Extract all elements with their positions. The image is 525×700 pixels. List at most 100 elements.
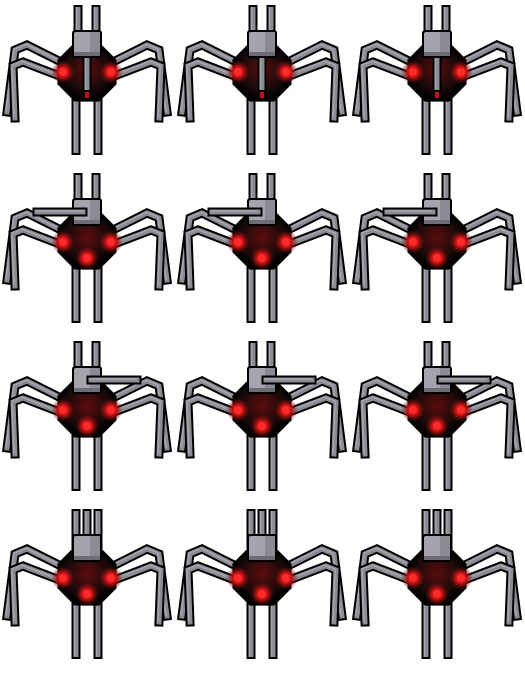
antenna-3 <box>445 511 451 547</box>
red-eye <box>409 68 417 76</box>
antenna-2 <box>259 511 265 547</box>
red-eye <box>409 238 417 246</box>
bottom-leg-left <box>423 601 429 657</box>
red-eye <box>83 254 91 262</box>
sprite-frame <box>0 336 175 511</box>
sprite-frame <box>175 504 350 679</box>
antenna-1 <box>75 175 81 211</box>
red-eye <box>258 590 266 598</box>
red-eye <box>234 406 242 414</box>
center-stem <box>259 58 265 90</box>
sprite-frame <box>0 0 175 175</box>
bottom-leg-right <box>270 433 276 489</box>
bottom-leg-right <box>445 97 451 153</box>
red-eye <box>282 68 290 76</box>
spider-body <box>235 213 289 267</box>
red-eye <box>282 574 290 582</box>
antenna-3 <box>95 511 101 547</box>
antenna-2 <box>443 175 449 211</box>
bottom-leg-left <box>423 265 429 321</box>
red-eye <box>59 574 67 582</box>
sprite-frame <box>350 0 525 175</box>
bottom-leg-left <box>423 97 429 153</box>
red-eye <box>433 422 441 430</box>
antenna-1 <box>425 343 431 379</box>
spider-body <box>410 381 464 435</box>
bottom-leg-left <box>73 265 79 321</box>
spider-robot <box>1 509 173 659</box>
spider-robot <box>351 341 523 491</box>
antenna-1 <box>75 7 81 43</box>
antenna-1 <box>425 7 431 43</box>
spider-robot-sprite <box>351 5 523 155</box>
red-eye <box>433 590 441 598</box>
red-eye <box>409 406 417 414</box>
mouth-light <box>260 92 264 98</box>
antenna-2 <box>434 511 440 547</box>
red-eye <box>433 254 441 262</box>
mouth-light <box>85 92 89 98</box>
bottom-leg-right <box>270 265 276 321</box>
red-eye <box>59 68 67 76</box>
antenna-1 <box>423 511 429 547</box>
bottom-leg-left <box>73 601 79 657</box>
sprite-frame <box>0 168 175 343</box>
spider-body <box>410 213 464 267</box>
antenna-2 <box>268 343 274 379</box>
spider-body <box>60 213 114 267</box>
sprite-frame <box>175 336 350 511</box>
antenna-1 <box>250 343 256 379</box>
sprite-frame <box>350 168 525 343</box>
red-eye <box>282 406 290 414</box>
spider-body <box>235 381 289 435</box>
bottom-leg-right <box>95 601 101 657</box>
bottom-leg-right <box>445 601 451 657</box>
bottom-leg-right <box>445 433 451 489</box>
spider-robot-sprite <box>1 5 173 155</box>
red-eye <box>59 238 67 246</box>
red-eye <box>258 422 266 430</box>
red-eye <box>83 422 91 430</box>
antenna-1 <box>425 175 431 211</box>
antenna-1 <box>250 175 256 211</box>
bottom-leg-left <box>73 433 79 489</box>
red-eye <box>234 238 242 246</box>
bottom-leg-left <box>423 433 429 489</box>
sprite-frame <box>175 168 350 343</box>
spider-body <box>60 549 114 603</box>
antenna-2 <box>443 7 449 43</box>
red-eye <box>457 238 465 246</box>
spider-robot-sprite <box>176 341 348 491</box>
spider-body <box>60 381 114 435</box>
red-eye <box>457 574 465 582</box>
bottom-leg-left <box>248 265 254 321</box>
antenna-1 <box>250 7 256 43</box>
bottom-leg-left <box>73 97 79 153</box>
spider-robot-sprite <box>176 509 348 659</box>
antenna-2 <box>268 175 274 211</box>
antenna-2 <box>443 343 449 379</box>
antenna-1 <box>73 511 79 547</box>
spider-robot <box>176 509 348 659</box>
bottom-leg-left <box>248 433 254 489</box>
antenna-2 <box>268 7 274 43</box>
red-eye <box>83 590 91 598</box>
spider-robot <box>1 5 173 155</box>
spider-robot <box>351 509 523 659</box>
bottom-leg-right <box>95 97 101 153</box>
spider-robot-sprite <box>1 173 173 323</box>
spider-body <box>410 549 464 603</box>
red-eye <box>457 406 465 414</box>
red-eye <box>258 254 266 262</box>
antenna-1 <box>75 343 81 379</box>
spider-robot-sprite <box>176 5 348 155</box>
bottom-leg-right <box>270 97 276 153</box>
spider-robot <box>176 341 348 491</box>
spider-robot <box>176 173 348 323</box>
spider-robot-sprite <box>176 173 348 323</box>
spider-robot <box>351 5 523 155</box>
mouth-light <box>435 92 439 98</box>
antenna-2 <box>93 343 99 379</box>
bottom-leg-right <box>445 265 451 321</box>
